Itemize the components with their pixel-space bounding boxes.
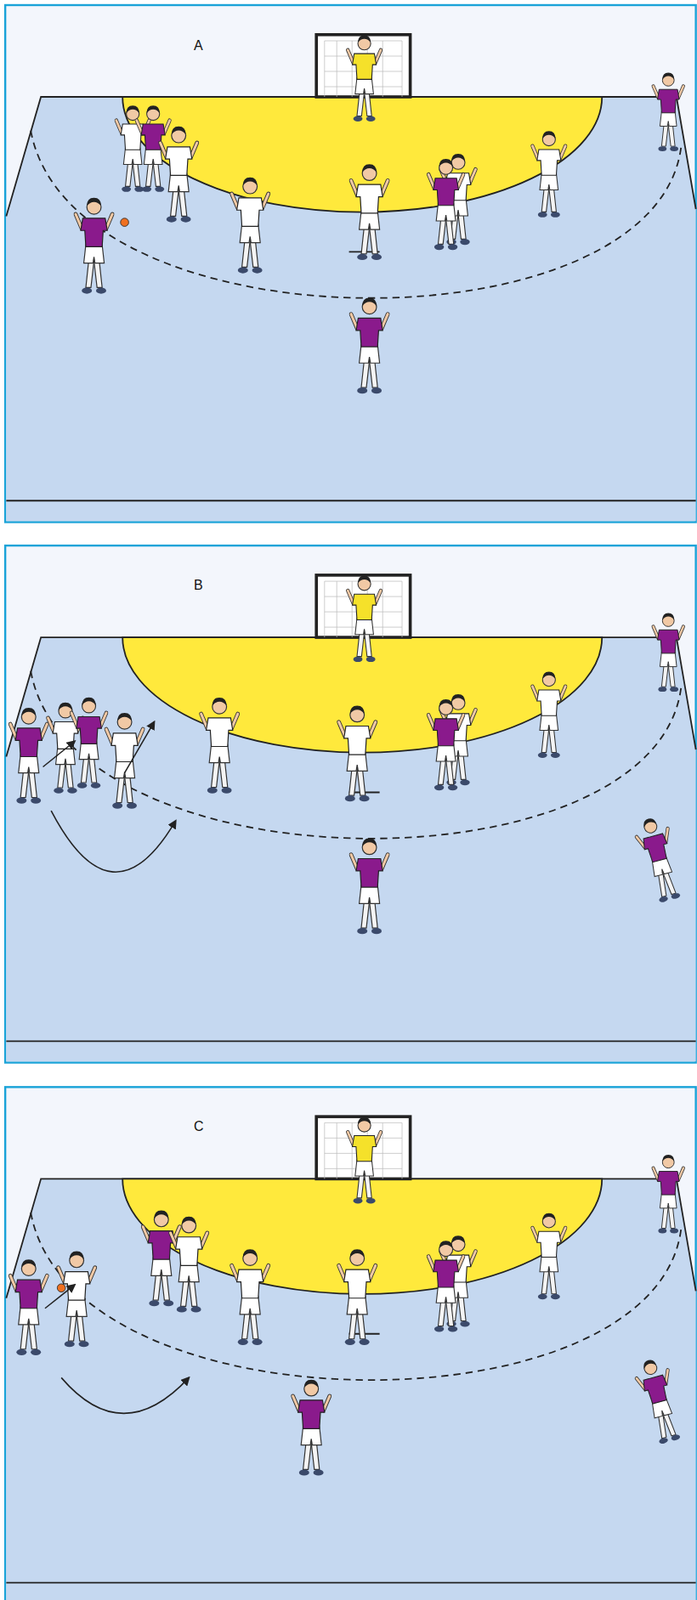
panel-label: C	[193, 1120, 204, 1134]
panel-label: B	[193, 578, 204, 593]
panel-label: A	[193, 39, 204, 53]
